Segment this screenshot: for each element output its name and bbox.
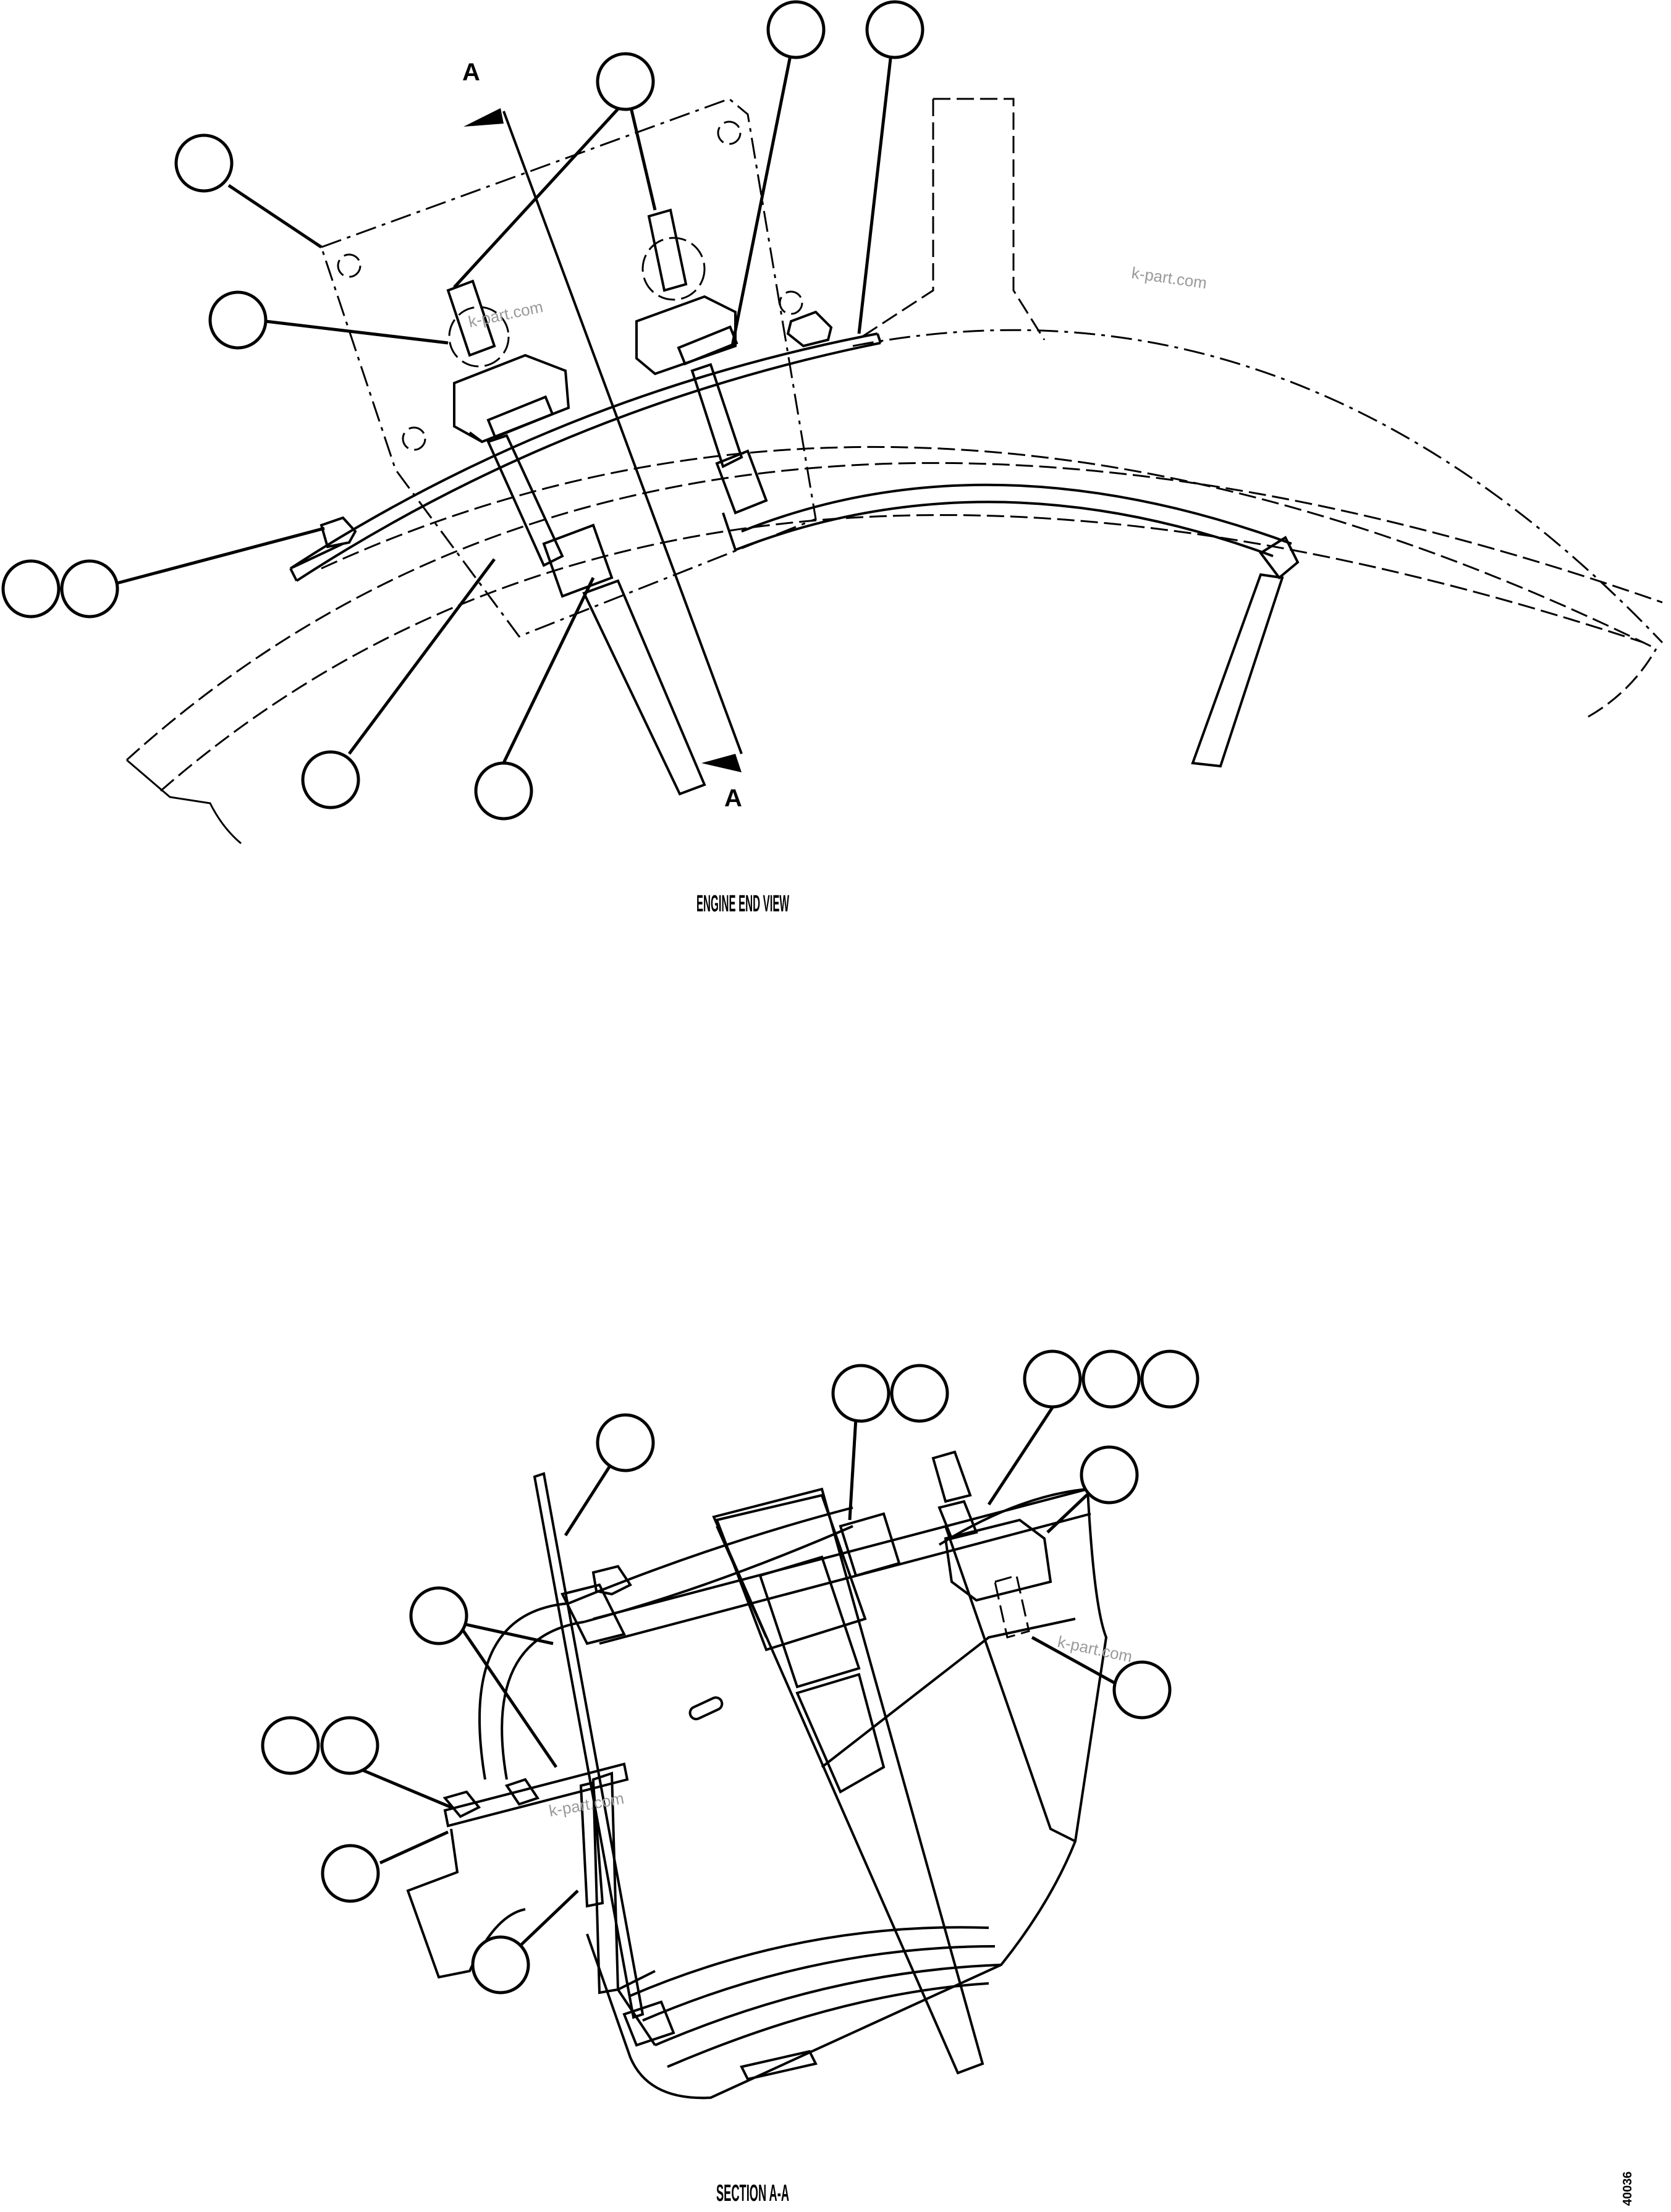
callout-bubble (1023, 1349, 1082, 1409)
callout-bubble (596, 1413, 655, 1472)
callout-bubble (261, 1716, 320, 1775)
callout-bubble (1140, 1349, 1199, 1409)
view-title-section-a-a: SECTION A-A (716, 2180, 789, 2206)
callout-bubble (471, 1935, 530, 1995)
callout-bubble (321, 1844, 380, 1903)
view-title-engine-end: ENGINE END VIEW (696, 891, 789, 917)
callout-bubble (301, 750, 360, 809)
section-marker-bottom: A (724, 785, 742, 812)
callout-bubble (831, 1364, 890, 1423)
callout-bubble (1112, 1660, 1172, 1720)
callout-bubble (890, 1364, 949, 1423)
callout-bubble (766, 0, 826, 59)
callout-bubble (208, 290, 268, 350)
section-marker-top: A (462, 59, 480, 86)
callout-bubble (865, 0, 924, 59)
callout-bubble (174, 133, 234, 193)
callout-bubble (320, 1716, 379, 1775)
drawing-code: 40036 (1621, 2171, 1635, 2206)
callout-bubble (596, 52, 655, 111)
callout-bubble (1, 559, 61, 618)
callout-bubble (1081, 1349, 1141, 1409)
callout-bubble (60, 559, 119, 618)
watermark-text: k-part.com (1130, 263, 1208, 292)
section-a-a-view: SECTION A-A (261, 1349, 1199, 2206)
callout-bubble (409, 1586, 468, 1645)
watermark-text: k-part.com (1056, 1632, 1134, 1666)
engine-end-view: A A ENGINE END VIEW (1, 0, 1664, 917)
callout-bubble (474, 761, 533, 821)
callout-bubble (1080, 1445, 1139, 1505)
